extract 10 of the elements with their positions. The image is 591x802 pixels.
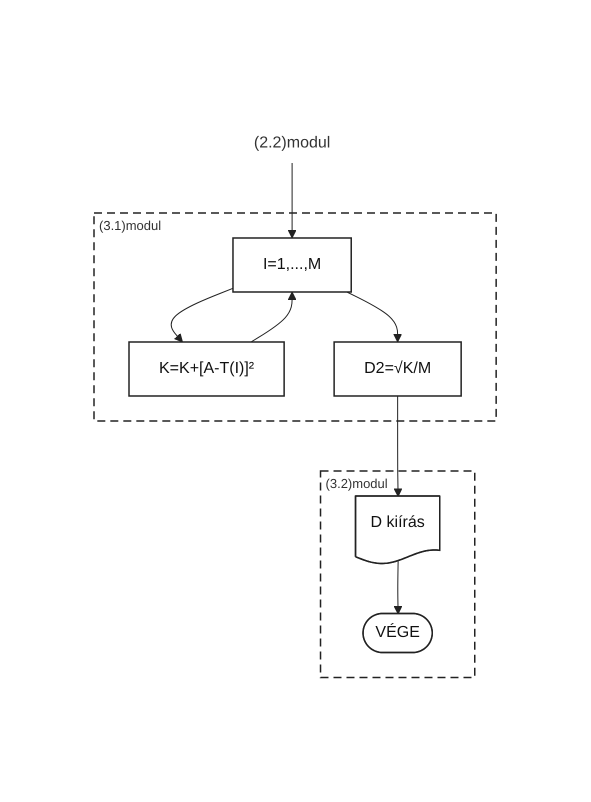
- arrow: [346, 292, 402, 343]
- arrow: [394, 396, 403, 498]
- arrow: [394, 560, 403, 615]
- arrow: [171, 288, 234, 343]
- node-box: I=1,...,M: [232, 238, 352, 293]
- node-text: (2.2)modul: [254, 134, 331, 152]
- arrow: [250, 292, 297, 343]
- arrow: [288, 162, 297, 239]
- node-box: K=K+[A-T(I)]²: [128, 342, 286, 397]
- node-box: D2=√K/M: [334, 342, 462, 397]
